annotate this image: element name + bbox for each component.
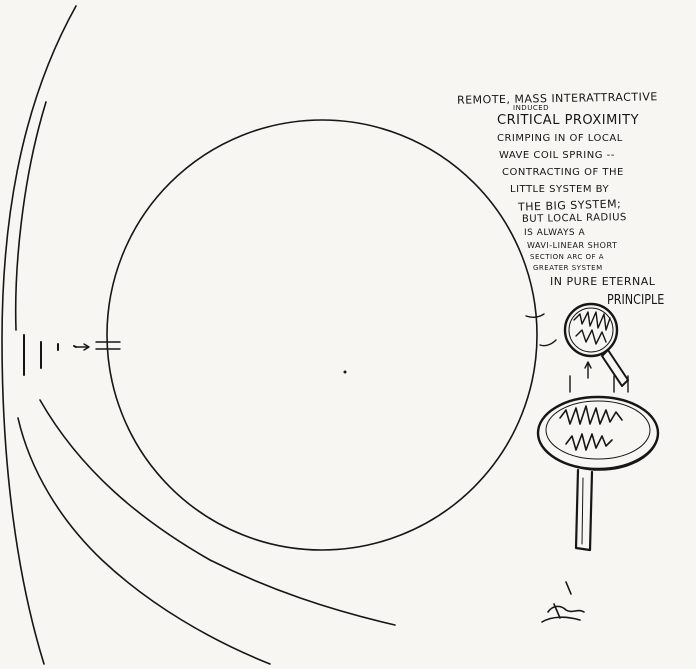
small-magnifier-spring — [573, 311, 611, 345]
large-magnifier-spring-bottom — [565, 433, 613, 451]
little-system-circle — [106, 119, 538, 551]
outer-arc-2 — [14, 101, 47, 331]
outer-arc-1 — [1, 5, 77, 665]
annotation-line-10: IS ALWAYS A — [524, 228, 586, 238]
annotation-line-4: CRIMPING IN OF LOCAL — [497, 133, 623, 144]
large-magnifier-edge — [537, 435, 659, 471]
annotation-line-15: PRINCIPLE — [607, 293, 665, 308]
large-magnifier — [536, 395, 660, 552]
outer-arc-4 — [39, 399, 396, 626]
annotation-line-6: CONTRACTING OF THE — [502, 167, 624, 178]
annotation-line-1: REMOTE, MASS INTERATTRACTIVE — [456, 90, 658, 107]
arrow-head — [83, 343, 90, 351]
large-magnifier-spring-top — [559, 405, 623, 425]
annotation-line-9: BUT LOCAL RADIUS — [521, 212, 627, 225]
small-magnifier-lens — [563, 302, 619, 358]
wave-mark-4 — [73, 345, 77, 348]
small-magnifier-rim — [568, 307, 614, 353]
annotation-line-7: LITTLE SYSTEM BY — [510, 184, 610, 195]
annotation-line-13: GREATER SYSTEM — [533, 264, 603, 272]
large-magnifier-lens — [536, 395, 660, 471]
annotation-line-2: INDUCED — [513, 104, 550, 112]
annotation-line-5: WAVE COIL SPRING -- — [499, 150, 615, 161]
annotation-line-14: IN PURE ETERNAL — [550, 275, 656, 288]
annotation-line-12: SECTION ARC OF A — [530, 253, 605, 261]
small-magnifier-handle — [601, 349, 629, 387]
annotation-line-3: CRITICAL PROXIMITY — [497, 113, 640, 128]
signature — [541, 581, 585, 623]
outer-arc-3 — [17, 417, 271, 665]
large-magnifier-rim — [545, 400, 651, 460]
large-magnifier-handle-grain — [581, 477, 584, 545]
center-dot — [343, 370, 347, 374]
large-magnifier-handle — [574, 468, 594, 552]
contact-mark — [525, 313, 557, 347]
annotation-line-11: WAVI-LINEAR SHORT — [527, 241, 618, 250]
link-arrow — [584, 361, 592, 369]
small-magnifier — [563, 302, 629, 387]
annotation-line-8: THE BIG SYSTEM; — [517, 197, 622, 214]
